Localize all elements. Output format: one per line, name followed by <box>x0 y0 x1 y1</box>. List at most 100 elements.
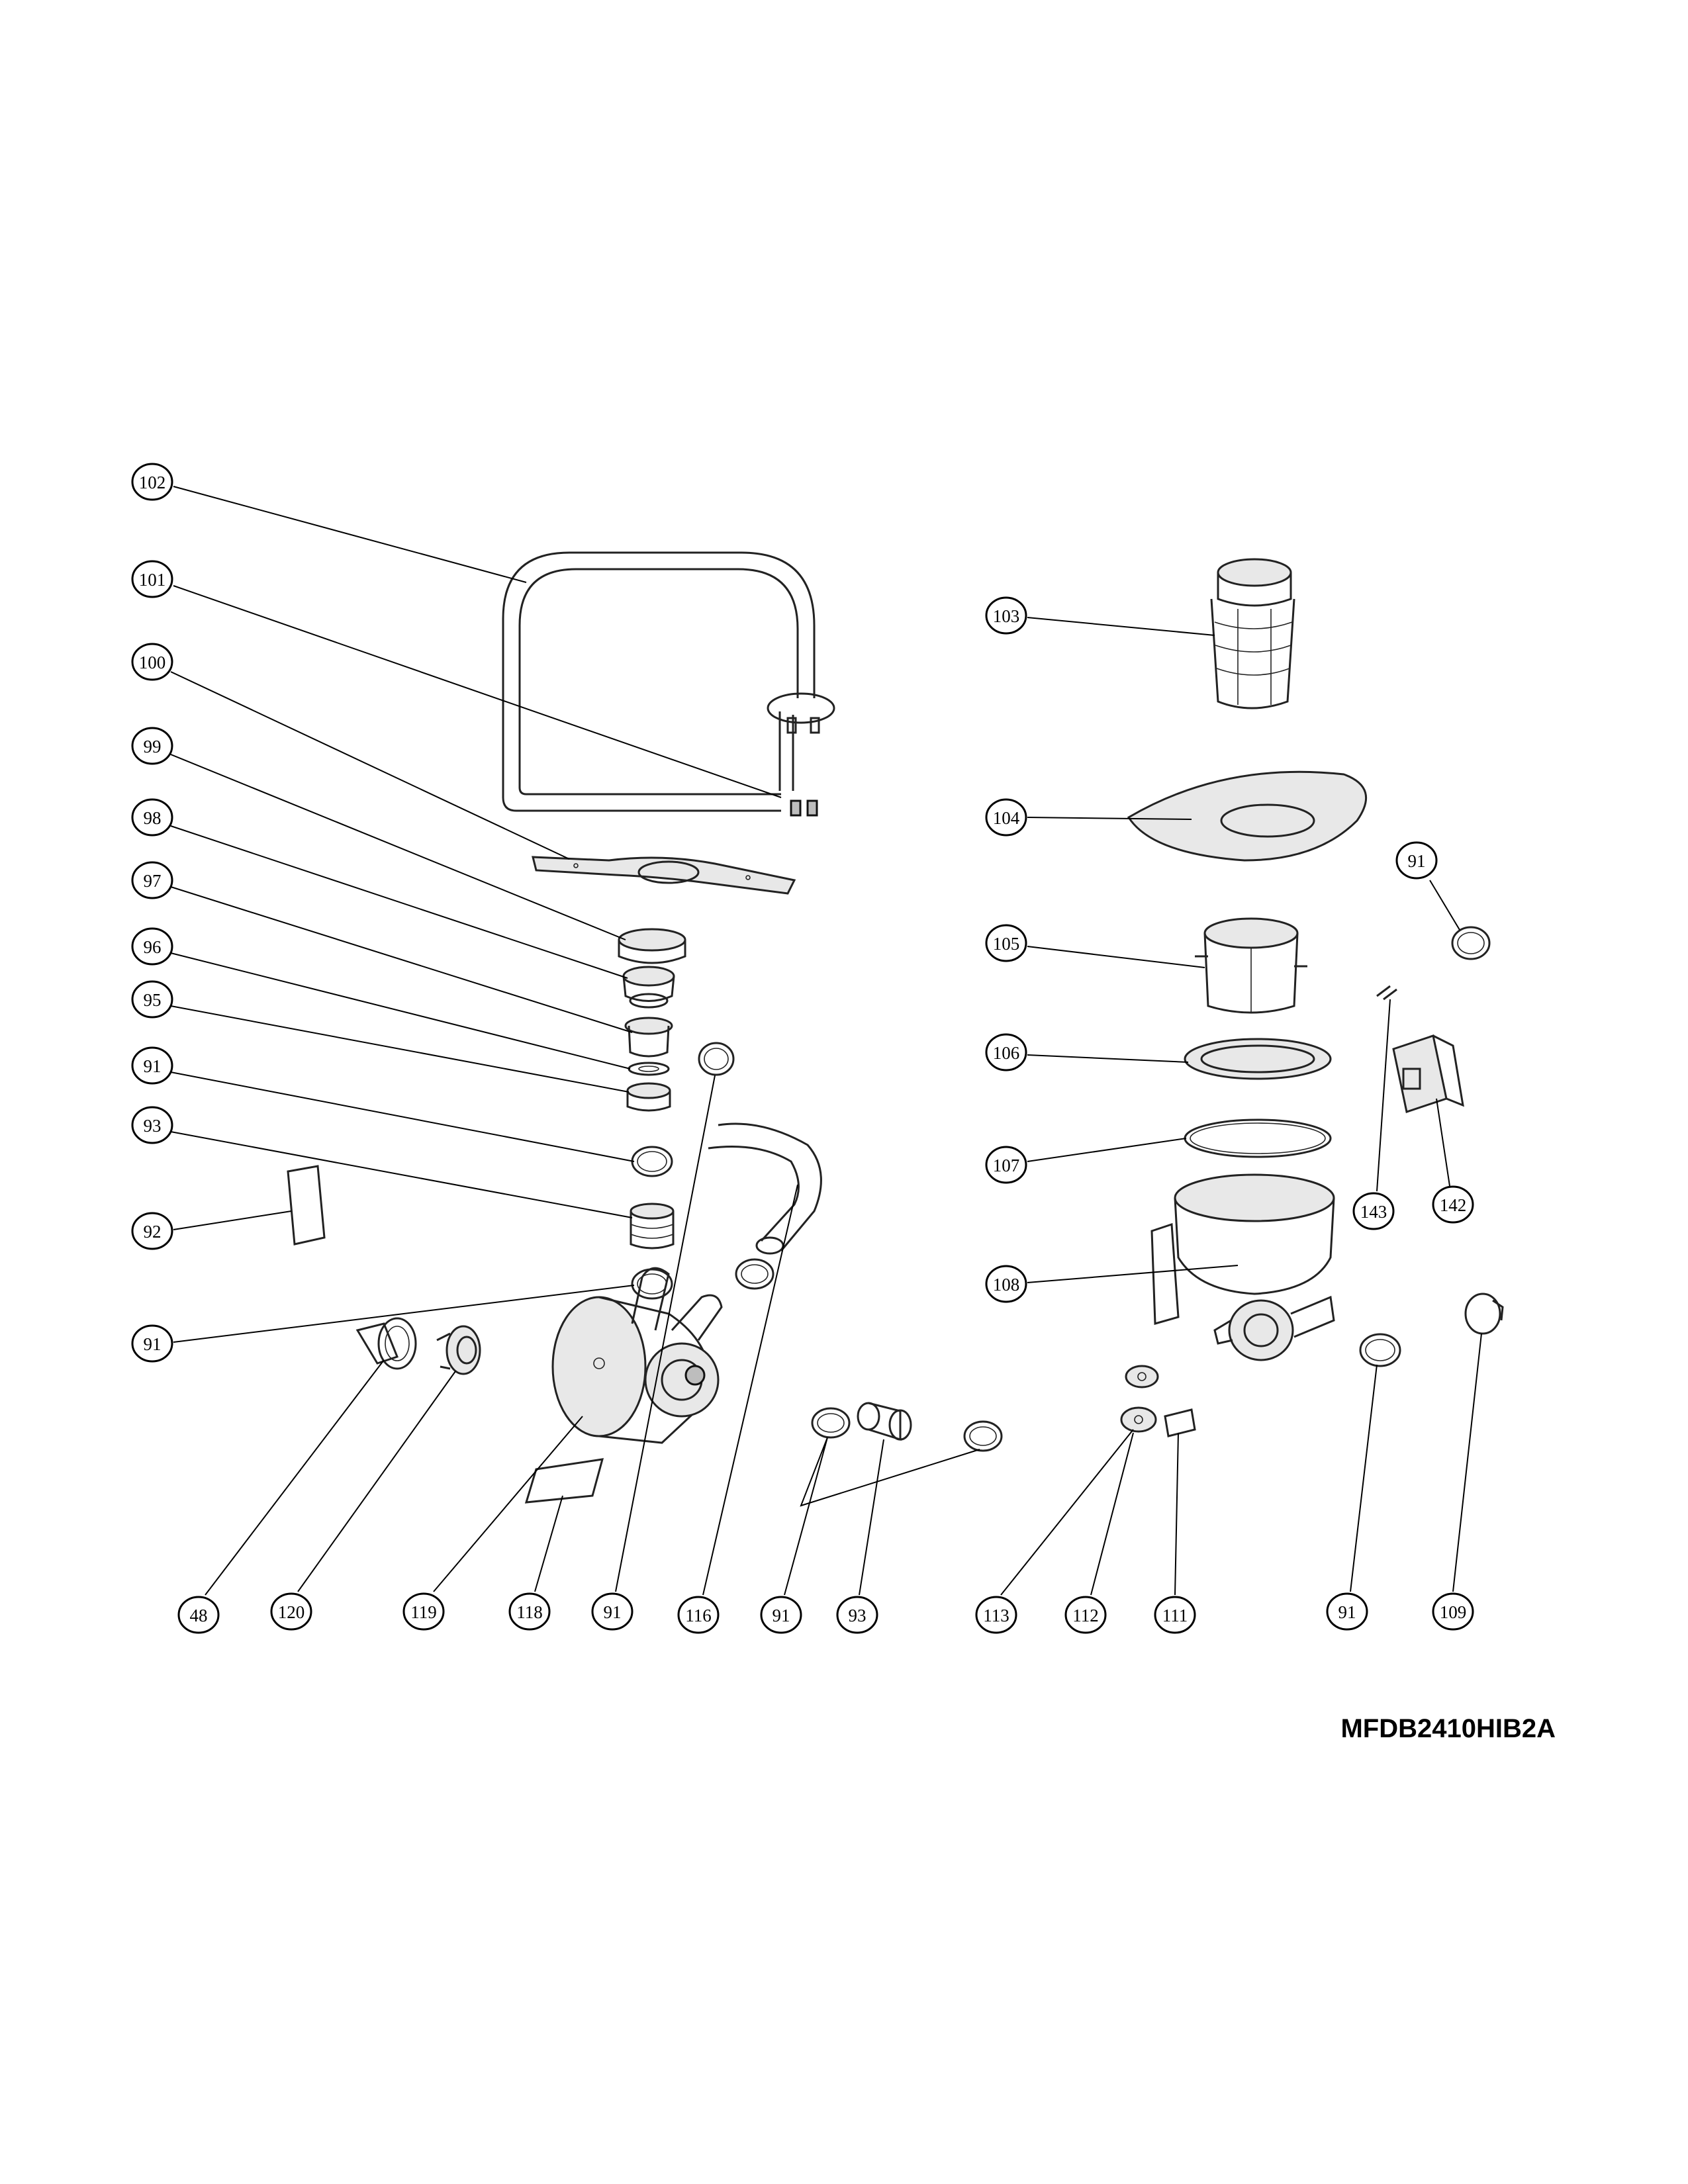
leader-line-91 <box>170 1071 635 1162</box>
leader-line-103 <box>1027 617 1215 636</box>
leader-line-106 <box>1027 1054 1189 1063</box>
callout-48: 48 <box>177 1596 220 1634</box>
callout-label: 120 <box>278 1602 305 1622</box>
callout-label: 111 <box>1162 1606 1188 1625</box>
leader-line-118 <box>534 1495 563 1592</box>
callout-label: 106 <box>993 1043 1020 1063</box>
callout-label: 93 <box>849 1606 867 1625</box>
callout-119: 119 <box>402 1592 445 1631</box>
callout-91: 91 <box>131 1046 173 1085</box>
callout-93: 93 <box>131 1106 173 1144</box>
leader-line-109 <box>1452 1333 1482 1592</box>
callout-circle <box>1432 1592 1474 1631</box>
leader-line-120 <box>297 1371 456 1592</box>
callout-91: 91 <box>131 1324 173 1363</box>
callout-circle <box>131 1106 173 1144</box>
callout-label: 105 <box>993 934 1020 954</box>
callout-93: 93 <box>836 1596 878 1634</box>
callout-circle <box>508 1592 551 1631</box>
callout-142: 142 <box>1432 1185 1474 1224</box>
callout-99: 99 <box>131 727 173 765</box>
leader-line-93 <box>859 1439 884 1596</box>
leader-line-101 <box>173 585 782 798</box>
leader-line-111 <box>1174 1432 1179 1596</box>
callout-circle <box>985 798 1027 837</box>
part-108-sump <box>1150 1173 1335 1361</box>
callout-118: 118 <box>508 1592 551 1631</box>
callout-label: 97 <box>144 871 162 891</box>
part-91-clamp-h <box>963 1420 1003 1452</box>
leader-line-92 <box>173 1210 292 1230</box>
leader-line-116 <box>702 1184 798 1596</box>
part-120-seal <box>436 1325 481 1375</box>
callout-label: 118 <box>516 1602 543 1622</box>
leader-line-112 <box>1090 1432 1134 1596</box>
part-100-lower-spray-arm <box>532 856 796 895</box>
callout-label: 101 <box>139 570 166 590</box>
callout-98: 98 <box>131 798 173 837</box>
callout-label: 91 <box>604 1602 622 1622</box>
callout-circle <box>131 727 173 765</box>
callout-circle <box>131 861 173 899</box>
callout-label: 96 <box>144 937 162 957</box>
part-102-upper-spray-tube <box>502 551 835 812</box>
callout-label: 109 <box>1440 1602 1467 1622</box>
part-109-cap <box>1464 1293 1504 1335</box>
callout-96: 96 <box>131 927 173 966</box>
callout-circle <box>177 1596 220 1634</box>
part-119-circulation-pump <box>551 1267 723 1444</box>
callout-105: 105 <box>985 924 1027 962</box>
callout-circle <box>131 1046 173 1085</box>
callout-label: 48 <box>190 1606 208 1625</box>
part-143-screws <box>1376 985 1397 1001</box>
callout-143: 143 <box>1352 1192 1395 1230</box>
callout-111: 111 <box>1154 1596 1196 1634</box>
callout-label: 112 <box>1072 1606 1099 1625</box>
part-116-drain-hose <box>708 1122 822 1255</box>
callout-circle <box>1326 1592 1368 1631</box>
leader-line-91 <box>784 1437 980 1596</box>
callout-circle <box>836 1596 878 1634</box>
part-96-washer <box>628 1062 670 1076</box>
callout-91: 91 <box>760 1596 802 1634</box>
callout-circle <box>1395 841 1438 880</box>
part-101-connector <box>790 799 818 817</box>
part-118-pad <box>524 1458 604 1504</box>
callout-120: 120 <box>270 1592 312 1631</box>
part-92-label-card <box>287 1165 326 1246</box>
part-93-hose-connector <box>857 1402 912 1441</box>
part-112-thermostat <box>1120 1406 1157 1433</box>
part-91-clamp-c <box>698 1042 735 1076</box>
callout-label: 119 <box>410 1602 437 1622</box>
part-105-coarse-filter <box>1195 917 1307 1014</box>
leader-line-143 <box>1376 999 1391 1192</box>
callout-layer: 1021011009998979695919392911031049110510… <box>131 463 1474 1634</box>
callout-circle <box>131 1212 173 1250</box>
leader-line-105 <box>1027 946 1205 968</box>
callout-circle <box>975 1596 1017 1634</box>
part-99-nut <box>618 928 686 964</box>
callout-107: 107 <box>985 1146 1027 1184</box>
callout-circle <box>985 924 1027 962</box>
leader-line-119 <box>433 1416 583 1592</box>
leader-line-100 <box>170 671 570 860</box>
callout-label: 100 <box>139 653 166 672</box>
callout-91: 91 <box>1395 841 1438 880</box>
callout-label: 91 <box>1408 851 1426 871</box>
part-95-bearing <box>626 1082 671 1112</box>
callout-91: 91 <box>1326 1592 1368 1631</box>
callout-95: 95 <box>131 980 173 1019</box>
callout-106: 106 <box>985 1033 1027 1071</box>
callout-102: 102 <box>131 463 173 501</box>
callout-circle <box>1154 1596 1196 1634</box>
leader-line-113 <box>1000 1429 1134 1596</box>
callout-108: 108 <box>985 1265 1027 1303</box>
leader-line-108 <box>1027 1265 1239 1283</box>
callout-112: 112 <box>1064 1596 1107 1634</box>
callout-circle <box>131 643 173 681</box>
callout-label: 91 <box>144 1334 162 1354</box>
part-48-inlet <box>355 1317 417 1370</box>
part-142-valve <box>1392 1034 1464 1113</box>
part-111-thermostat-bracket <box>1164 1408 1196 1437</box>
